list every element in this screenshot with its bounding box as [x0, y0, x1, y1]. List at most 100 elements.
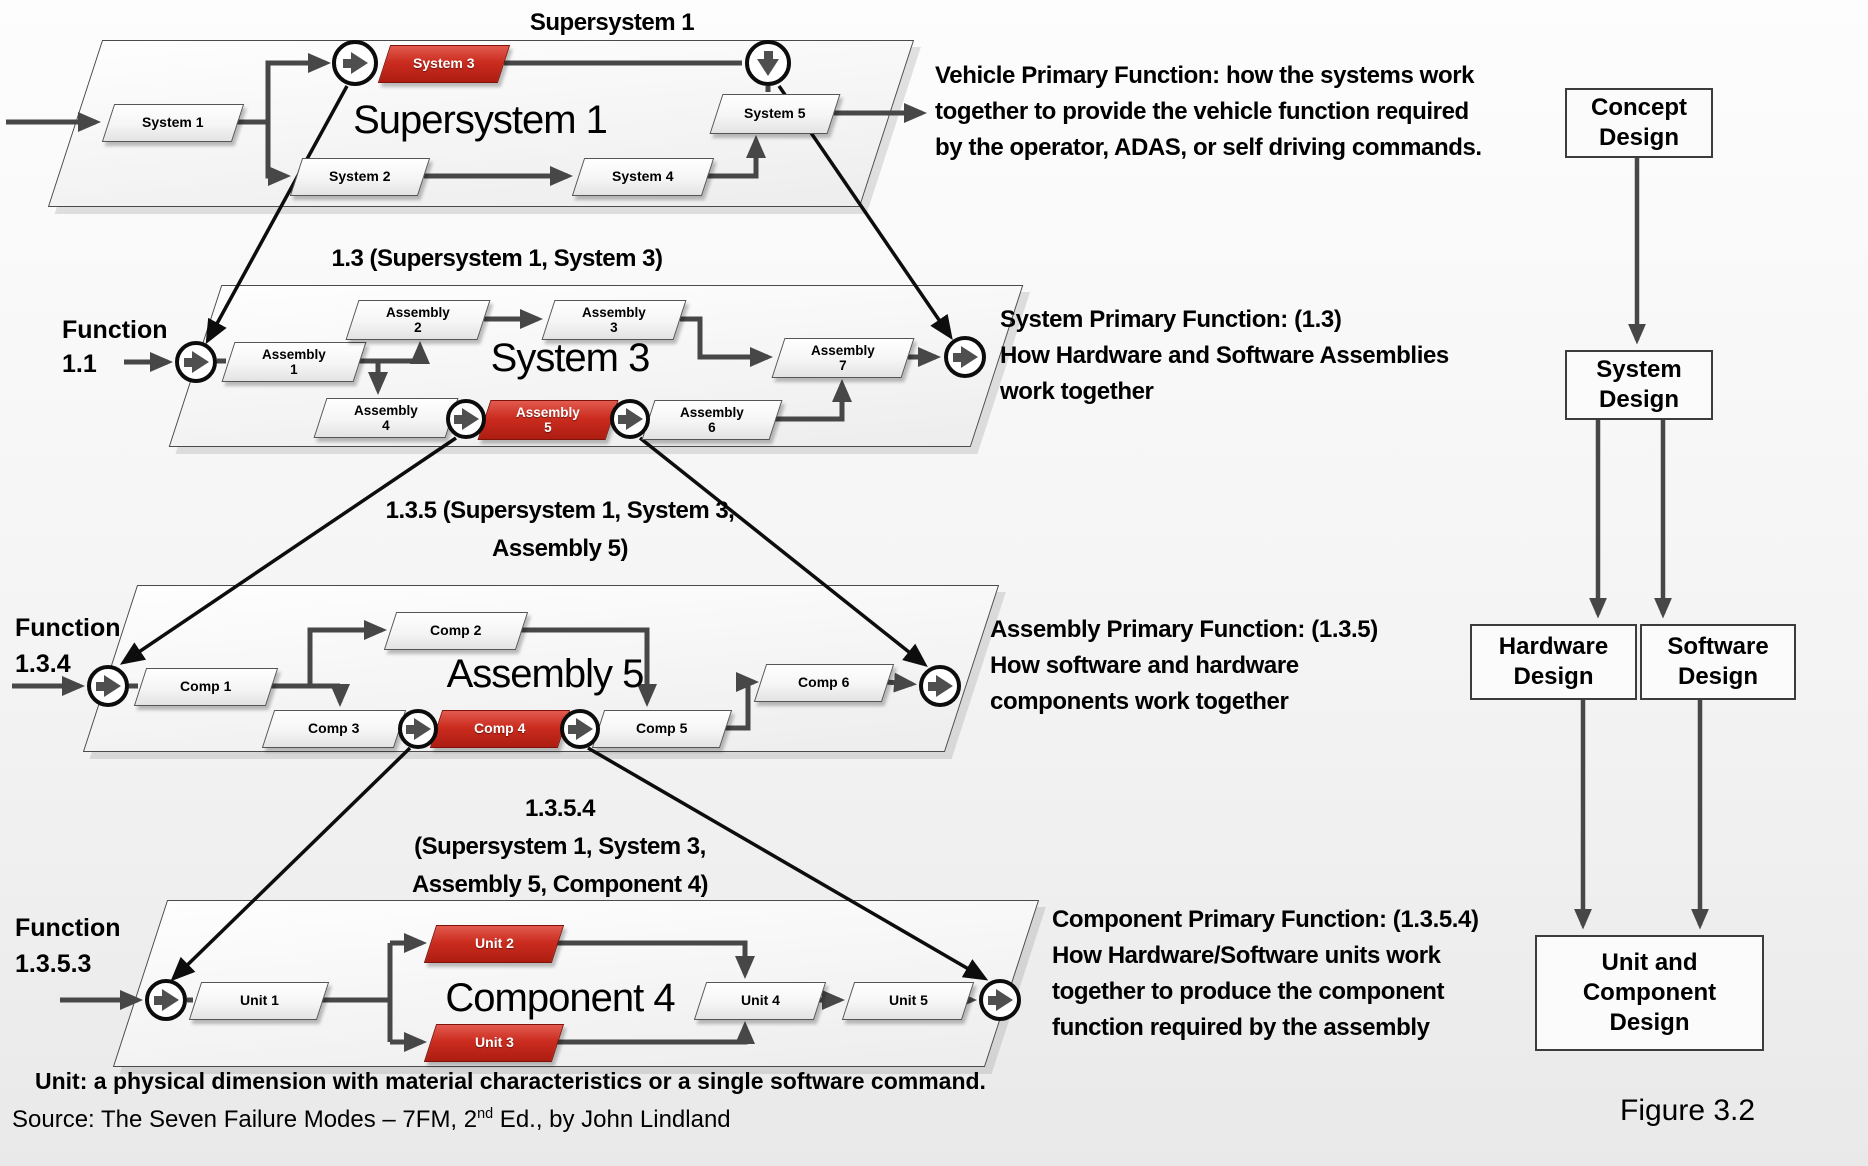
node-system1: System 1 [101, 104, 245, 142]
system-line3: work together [1000, 378, 1154, 405]
level4-title-line2: (Supersystem 1, System 3, [414, 833, 706, 860]
right-arrow-icon [935, 675, 953, 697]
node-unit5: Unit 5 [841, 982, 975, 1020]
component4-label: Component 4 [445, 976, 675, 1020]
io-circle-l4-entry [145, 979, 187, 1021]
node-comp3-label: Comp 3 [308, 720, 360, 737]
component-line4: function required by the assembly [1052, 1014, 1430, 1041]
level3-function-number: 1.3.4 [15, 650, 71, 678]
level3-title: 1.3.5 (Supersystem 1, System 3, Assembly… [310, 492, 810, 568]
node-unit2-label: Unit 2 [474, 935, 514, 952]
node-system5: System 5 [709, 94, 841, 134]
node-comp6: Comp 6 [753, 664, 895, 702]
node-comp1-label: Comp 1 [180, 678, 232, 695]
right-arrow-icon [461, 408, 479, 430]
right-arrow-icon [350, 52, 368, 74]
conn-s4-to-s5 [706, 134, 766, 179]
arrow-glyph [405, 724, 415, 734]
arrow-glyph [95, 681, 105, 691]
node-unit3-label: Unit 3 [474, 1034, 514, 1051]
conn-u3-to-u4 [556, 1020, 755, 1045]
io-circle-assembly5-out [610, 399, 650, 439]
system-primary-function-text: System Primary Function: (1.3) How Hardw… [1000, 302, 1449, 410]
level4-title-line3: Assembly 5, Component 4) [411, 871, 709, 898]
diag-assembly5-to-l3-entry [119, 436, 457, 665]
assembly-line1: Assembly Primary Function: (1.3.5) [990, 616, 1378, 643]
arrow-glyph [927, 681, 937, 691]
supersystem1-label: Supersystem 1 [353, 98, 608, 142]
node-unit4: Unit 4 [693, 982, 827, 1020]
hardware-design-box: Hardware Design [1470, 624, 1637, 700]
node-system2-label: System 2 [329, 168, 391, 185]
node-system4: System 4 [571, 158, 715, 196]
software-design-box: Software Design [1640, 624, 1796, 700]
system-line1: System Primary Function: (1.3) [1000, 306, 1342, 333]
io-circle-l4-exit [979, 979, 1021, 1021]
level4-function-number: 1.3.5.3 [15, 950, 92, 978]
concept-design-label: Concept Design [1591, 94, 1687, 151]
io-circle-l3-exit [919, 665, 961, 707]
node-system3-label: System 3 [413, 55, 475, 72]
node-system1-label: System 1 [142, 114, 204, 131]
node-comp4: Comp 4 [429, 710, 571, 748]
node-comp2: Comp 2 [383, 612, 529, 650]
unit-component-design-box: Unit and Component Design [1535, 935, 1764, 1051]
vehicle-line1: Vehicle Primary Function: how the system… [935, 62, 1475, 89]
conn-u2-to-u4 [556, 940, 755, 980]
component-line1: Component Primary Function: (1.3.5.4) [1052, 906, 1479, 933]
level3-title-line2: Assembly 5) [492, 535, 628, 562]
conn-s1-to-circle [236, 53, 332, 125]
node-unit3: Unit 3 [423, 1024, 565, 1062]
conn-c6-exit [885, 672, 917, 693]
io-circle-l3-entry [87, 665, 129, 707]
system3-label: System 3 [490, 336, 651, 380]
arrow-glyph [952, 352, 962, 362]
level3-function-label: Function [15, 614, 121, 642]
conn-c2-to-c5 [520, 627, 657, 708]
arrow-glyph [453, 414, 463, 424]
assembly-line3: components work together [990, 688, 1289, 715]
node-system5-label: System 5 [744, 105, 806, 122]
arrow-glyph [153, 995, 163, 1005]
level4-function-label: Function [15, 914, 121, 942]
assembly5-label: Assembly 5 [446, 652, 645, 696]
io-circle-assembly5-in [446, 399, 486, 439]
source-superscript: nd [477, 1106, 494, 1122]
node-comp5-label: Comp 5 [636, 720, 688, 737]
component-primary-function-text: Component Primary Function: (1.3.5.4) Ho… [1052, 902, 1479, 1046]
level3-title-line1: 1.3.5 (Supersystem 1, System 3, [385, 497, 735, 524]
conn-a3-to-a7 [680, 316, 774, 367]
level2-function-label: Function [62, 316, 168, 344]
node-comp1: Comp 1 [133, 668, 279, 706]
right-arrow-icon [191, 351, 209, 373]
diag-assembly5-to-l3-exit [638, 436, 928, 668]
io-circle-system3-out [745, 40, 791, 86]
arrow-glyph [183, 357, 193, 367]
node-comp5: Comp 5 [591, 710, 733, 748]
conn-c5-to-c6 [724, 672, 760, 731]
node-comp2-label: Comp 2 [430, 622, 482, 639]
source-suffix: Ed., by John Lindland [493, 1106, 731, 1133]
source-note: Source: The Seven Failure Modes – 7FM, 2… [12, 1106, 731, 1134]
system-design-label: System Design [1596, 356, 1682, 413]
vehicle-line2: together to provide the vehicle function… [935, 98, 1469, 125]
node-comp6-label: Comp 6 [798, 674, 850, 691]
arrow-glyph [987, 995, 997, 1005]
conn-s1-to-s2 [265, 122, 292, 186]
io-circle-comp4-in [398, 709, 438, 749]
hardware-design-label: Hardware Design [1498, 633, 1609, 690]
io-circle-l2-exit [944, 336, 986, 378]
node-unit1: Unit 1 [188, 982, 330, 1020]
diag-system3-to-l2-entry [205, 85, 349, 345]
